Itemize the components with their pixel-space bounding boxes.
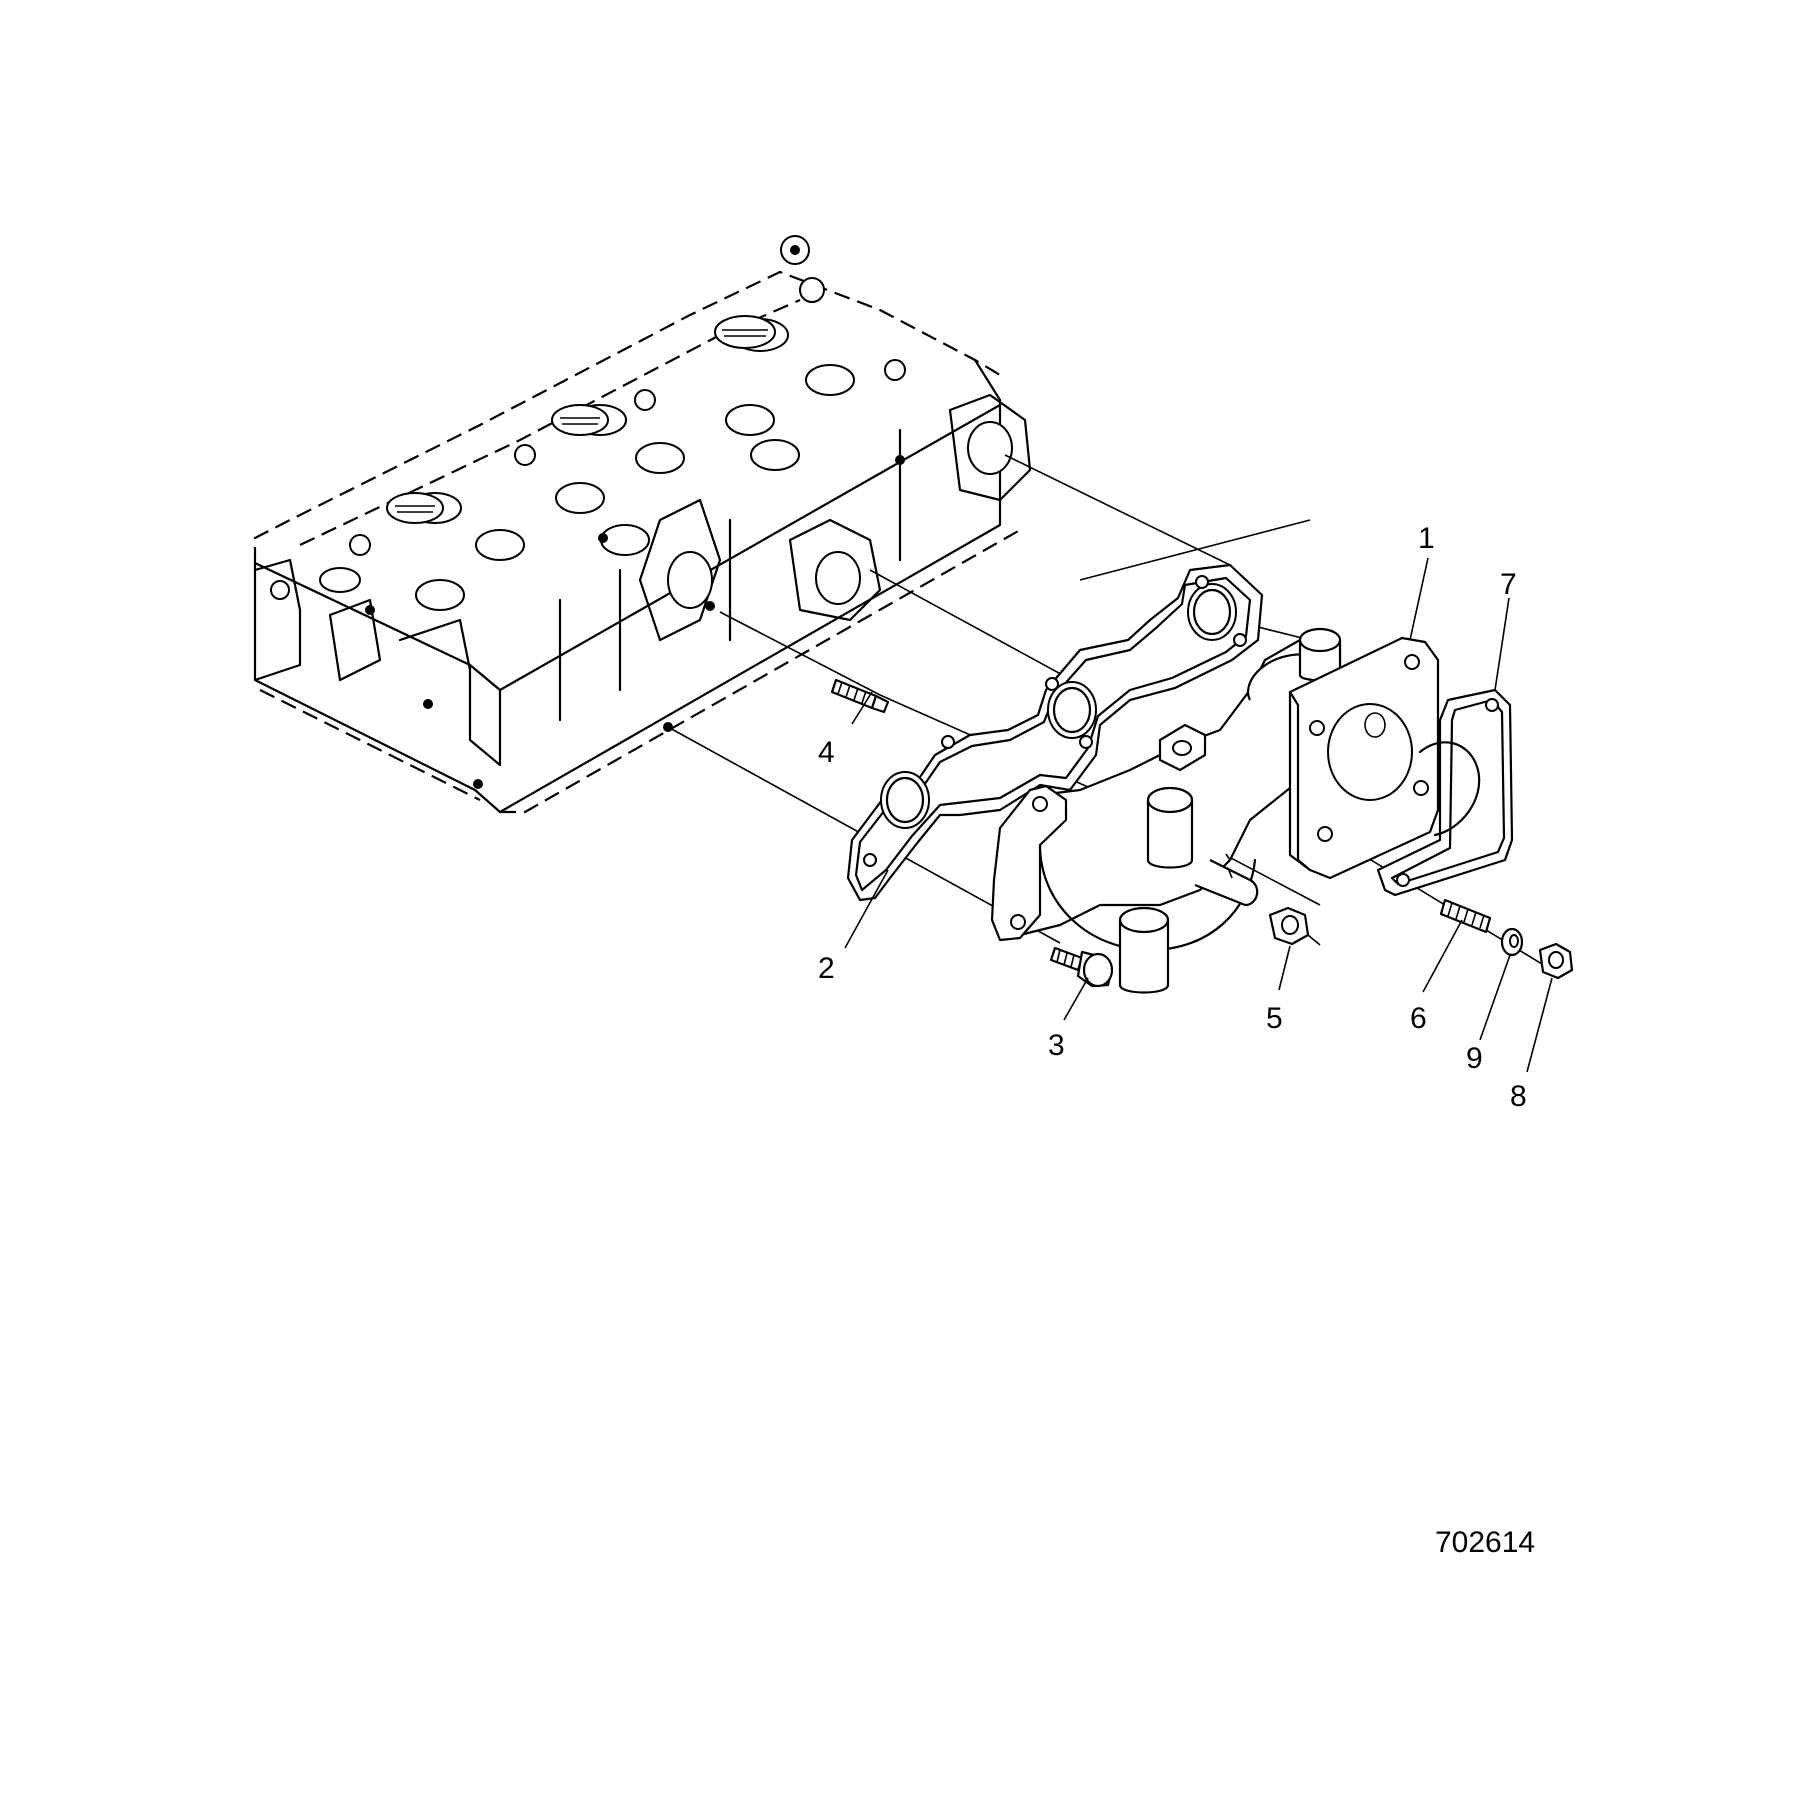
callout-6: 6	[1410, 1002, 1427, 1035]
nut-part-8	[1538, 942, 1574, 980]
leader-lines	[844, 557, 1553, 1073]
stud-part-6	[1439, 898, 1492, 934]
callout-1: 1	[1418, 522, 1435, 555]
nut-part-5	[1268, 906, 1321, 946]
callout-labels: 1 2 3 4 5 6 7 8 9	[818, 522, 1527, 1113]
stud-part-4	[830, 678, 890, 714]
outlet-gasket	[1376, 688, 1514, 897]
exhaust-gasket	[846, 563, 1264, 902]
cylinder-head	[253, 235, 1032, 814]
callout-3: 3	[1048, 1029, 1065, 1062]
callout-4: 4	[818, 736, 835, 769]
callout-8: 8	[1510, 1080, 1527, 1113]
callout-2: 2	[818, 952, 835, 985]
callout-5: 5	[1266, 1002, 1283, 1035]
callout-9: 9	[1466, 1042, 1483, 1075]
callout-7: 7	[1500, 568, 1517, 601]
exhaust-manifold	[990, 627, 1440, 994]
washer-part-9	[1500, 927, 1524, 957]
bolt-part-3	[1049, 946, 1114, 988]
figure-number: 702614	[1435, 1526, 1535, 1559]
